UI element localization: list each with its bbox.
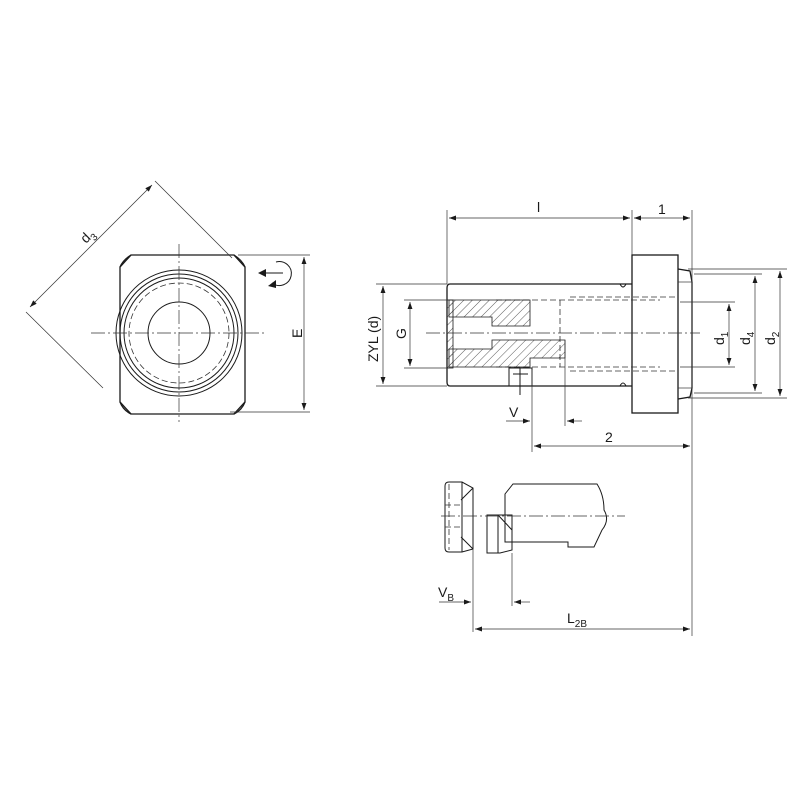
- hatched-collet-lower: [448, 339, 566, 368]
- hidden-bore-lines: [496, 296, 678, 372]
- detail-view: VB L2B: [438, 481, 690, 632]
- d1-label: d1: [711, 331, 731, 345]
- d2-label: d2: [762, 331, 782, 345]
- hatched-nut-face: [446, 299, 454, 369]
- l-label: l: [537, 199, 540, 215]
- neck: [677, 268, 693, 400]
- d3-dimension-line: [29, 184, 153, 308]
- d3-extension-top: [154, 180, 233, 259]
- d3-extension-bottom: [25, 311, 104, 389]
- chamfer-arcs: [119, 254, 246, 415]
- nut-part: [444, 481, 474, 553]
- shank-grooves: [619, 283, 627, 387]
- nut-hidden: [445, 484, 462, 550]
- vb-label: VB: [438, 584, 454, 604]
- set-screw: [508, 367, 533, 395]
- dim-2-label: 2: [605, 429, 613, 445]
- octagon-outline: [119, 254, 246, 415]
- l2b-label: L2B: [567, 610, 587, 630]
- holder-body: [504, 483, 608, 548]
- front-view: d3 E: [25, 180, 310, 422]
- rotation-direction-icon: [258, 261, 292, 288]
- e-label: E: [289, 329, 305, 338]
- flange: [631, 254, 679, 414]
- bushing-part: [486, 514, 513, 554]
- v-label: V: [509, 404, 519, 420]
- g-label: G: [393, 328, 409, 339]
- d3-label: d3: [77, 225, 101, 249]
- zyl-label: ZYL (d): [365, 316, 381, 362]
- hatched-collet-upper: [448, 299, 531, 327]
- side-view: l 1 ZYL (d) G d1 d4 d2 V 2: [365, 199, 787, 636]
- dim-1-label: 1: [658, 201, 666, 217]
- d4-label: d4: [737, 331, 757, 345]
- shank-outline: [446, 283, 632, 387]
